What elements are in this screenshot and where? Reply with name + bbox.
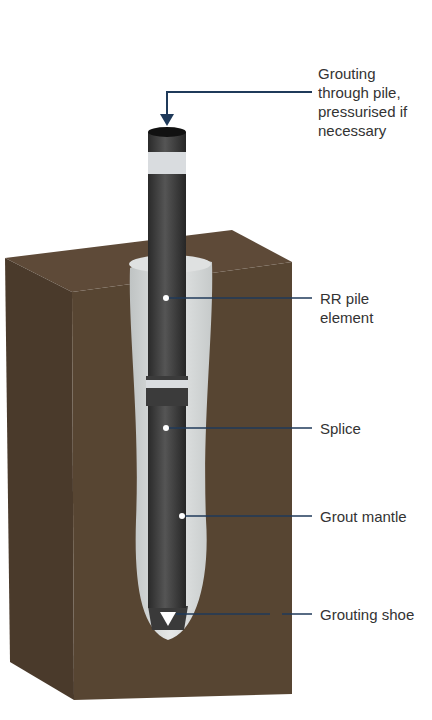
pile-band bbox=[148, 152, 186, 174]
leader-dot bbox=[163, 295, 169, 301]
grouting-shoe bbox=[148, 606, 188, 630]
splice bbox=[146, 376, 188, 406]
grouting-arrow bbox=[167, 92, 312, 116]
leader-line bbox=[185, 515, 312, 517]
callout-label: Grout mantle bbox=[318, 507, 409, 526]
shoe-tip bbox=[160, 612, 176, 626]
splice-band bbox=[146, 380, 188, 388]
leader-dot bbox=[179, 513, 185, 519]
callout-label: Grouting shoe bbox=[318, 605, 416, 624]
callout-label: Splice bbox=[318, 419, 363, 438]
callout-label: Grouting through pile, pressurised if ne… bbox=[316, 64, 432, 140]
leader-line bbox=[282, 613, 312, 615]
soil-side bbox=[5, 258, 74, 700]
arrow-head bbox=[160, 114, 174, 126]
callout-label: RR pile element bbox=[318, 289, 402, 327]
leader-line bbox=[176, 613, 270, 615]
pile-element bbox=[148, 132, 186, 608]
leader-line bbox=[169, 427, 312, 429]
leader-line bbox=[169, 297, 312, 299]
pile-opening bbox=[148, 127, 186, 137]
leader-dot bbox=[163, 425, 169, 431]
